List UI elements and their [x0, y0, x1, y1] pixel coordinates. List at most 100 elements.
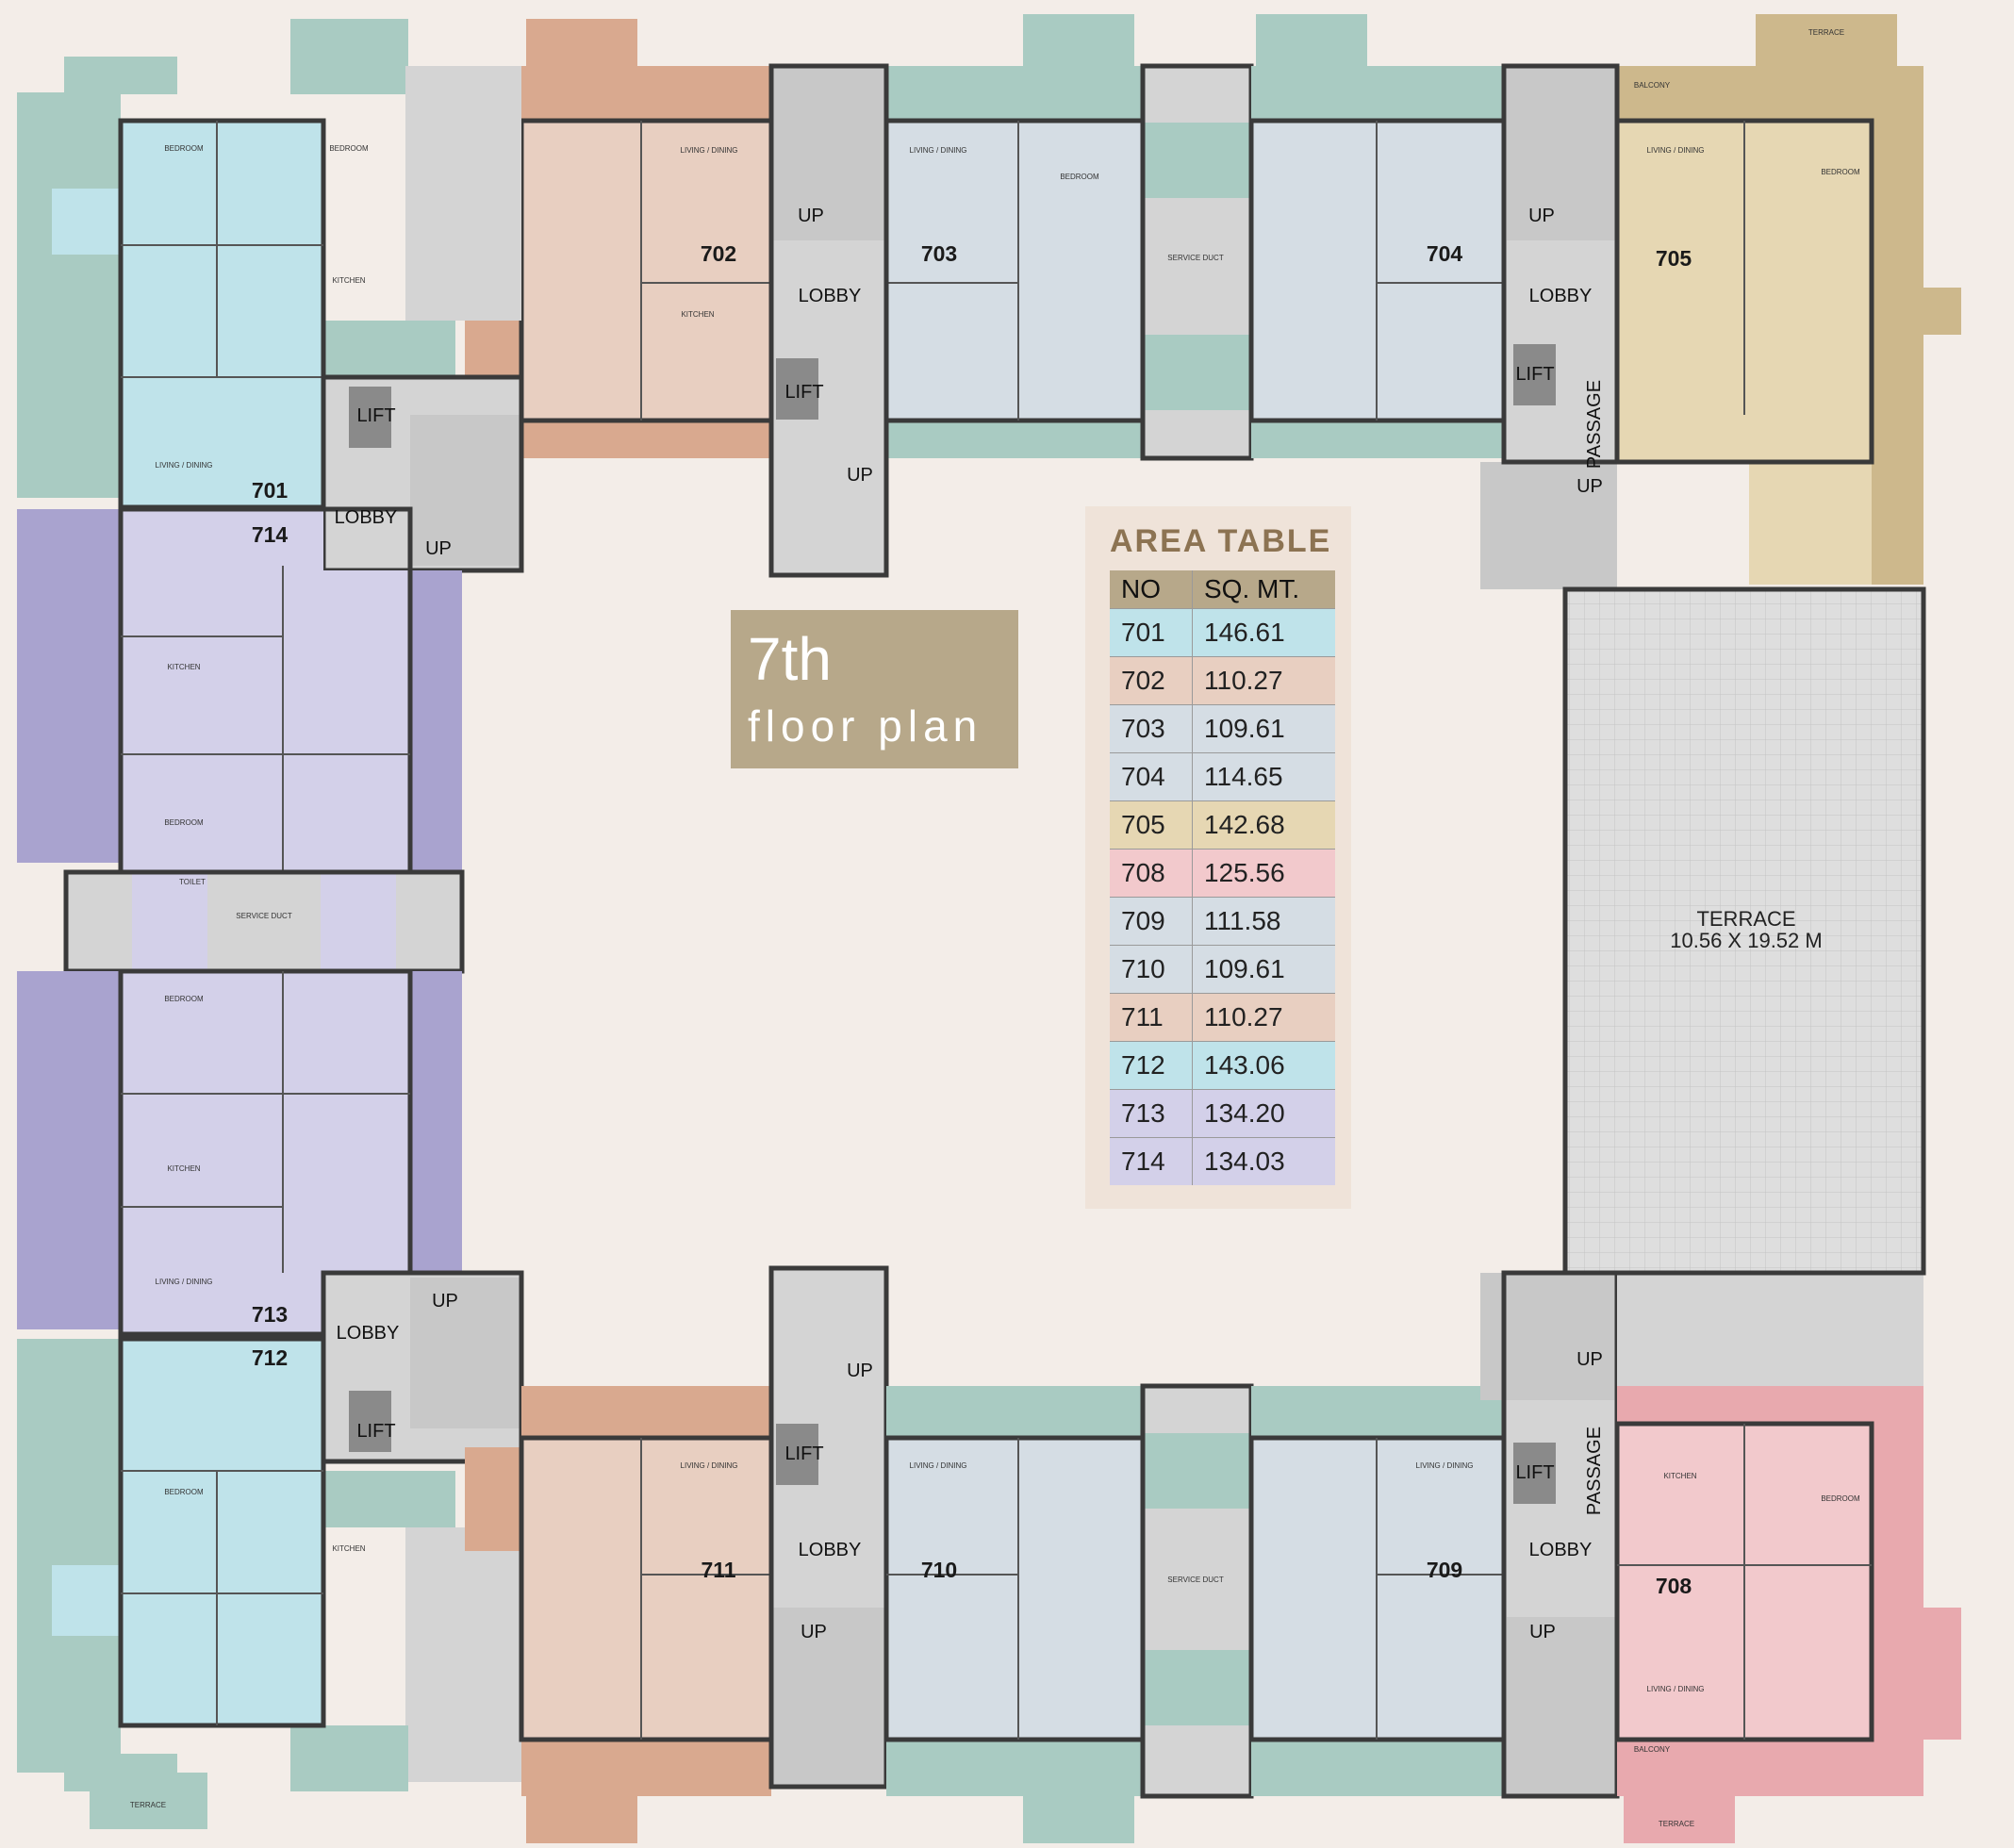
up-label: UP [847, 1361, 873, 1381]
up-label: UP [801, 1622, 827, 1642]
unit-number: 713 [252, 1302, 288, 1327]
area-unit-no: 709 [1110, 897, 1193, 946]
core-bottom-right [1480, 1270, 1620, 1799]
core-left-upper [321, 66, 524, 573]
core-bottom-left [768, 1265, 889, 1790]
area-unit-sqmt: 109.61 [1192, 704, 1335, 753]
room-label: BALCONY [1634, 1745, 1671, 1754]
core-left-lower [321, 1270, 524, 1782]
up-label: UP [1577, 476, 1603, 497]
room-label: KITCHEN [681, 310, 714, 319]
unit-705 [1614, 14, 1961, 585]
up-label: UP [798, 206, 824, 226]
room-label: KITCHEN [332, 276, 365, 285]
lobby-label: LOBBY [1529, 1540, 1593, 1560]
room-label: LIVING / DINING [1416, 1461, 1474, 1470]
area-unit-no: 712 [1110, 1041, 1193, 1090]
room-label: LIVING / DINING [1647, 146, 1705, 155]
room-label: LIVING / DINING [681, 1461, 738, 1470]
unit-712 [17, 1336, 455, 1829]
service-core-top-middle [1140, 63, 1254, 461]
area-header-sqmt: SQ. MT. [1192, 570, 1335, 609]
unit-711 [465, 1386, 774, 1843]
area-table-title: AREA TABLE [1110, 523, 1332, 559]
area-unit-no: 701 [1110, 608, 1193, 657]
room-label: LIVING / DINING [681, 146, 738, 155]
room-label: BEDROOM [164, 995, 204, 1003]
room-label: LIVING / DINING [910, 146, 967, 155]
unit-708 [1614, 1273, 1961, 1843]
room-label: BALCONY [1634, 81, 1671, 90]
room-label: SERVICE DUCT [1167, 254, 1224, 262]
up-label: UP [432, 1291, 458, 1312]
service-core-bottom-middle [1140, 1383, 1254, 1799]
area-table-header-row: NO SQ. MT. [1110, 570, 1335, 609]
area-unit-sqmt: 142.68 [1192, 800, 1335, 850]
floor-subtitle: floor plan [748, 701, 983, 751]
lift-label: LIFT [784, 382, 823, 403]
unit-number: 703 [921, 241, 957, 266]
area-unit-sqmt: 146.61 [1192, 608, 1335, 657]
terrace-east[interactable]: TERRACE 10.56 X 19.52 M [1562, 586, 1926, 1276]
area-unit-sqmt: 125.56 [1192, 849, 1335, 898]
room-label: LIVING / DINING [156, 1278, 213, 1286]
unit-numbers: 701 702 703 704 705 708 709 710 711 712 … [252, 241, 1692, 1598]
area-unit-no: 705 [1110, 800, 1193, 850]
room-label: LIVING / DINING [1647, 1685, 1705, 1693]
room-label: KITCHEN [167, 1164, 200, 1173]
lift-label: LIFT [1515, 1462, 1554, 1483]
area-unit-no: 702 [1110, 656, 1193, 705]
room-label: TERRACE [1659, 1820, 1694, 1828]
terrace-name: TERRACE [1696, 907, 1795, 931]
room-label: BEDROOM [164, 818, 204, 827]
room-label: LIVING / DINING [910, 1461, 967, 1470]
room-label: SERVICE DUCT [1167, 1576, 1224, 1584]
up-label: UP [425, 538, 452, 559]
up-label: UP [1529, 1622, 1556, 1642]
area-unit-no: 704 [1110, 752, 1193, 801]
unit-713 [17, 968, 462, 1337]
room-label: BEDROOM [329, 144, 369, 153]
lobby-label: LOBBY [799, 286, 862, 306]
area-unit-no: 711 [1110, 993, 1193, 1042]
area-unit-sqmt: 143.06 [1192, 1041, 1335, 1090]
unit-number: 701 [252, 478, 289, 503]
unit-number: 708 [1656, 1574, 1692, 1598]
room-label: TOILET [179, 878, 206, 886]
room-label: BEDROOM [1060, 173, 1099, 181]
area-header-no: NO [1110, 570, 1193, 609]
room-label: LIVING / DINING [156, 461, 213, 470]
service-labels: LOBBY LOBBY LOBBY LOBBY LOBBY LOBBY LIFT… [335, 206, 1605, 1642]
area-unit-no: 713 [1110, 1089, 1193, 1138]
room-label: BEDROOM [164, 1488, 204, 1496]
room-label: BEDROOM [1821, 168, 1860, 176]
room-label: SERVICE DUCT [236, 912, 292, 920]
passage-label: PASSAGE [1584, 1427, 1605, 1515]
unit-number: 705 [1656, 246, 1692, 271]
lift-label: LIFT [1515, 364, 1554, 385]
floor-title-box: 7th floor plan [731, 610, 1018, 768]
unit-703 [883, 14, 1146, 458]
room-label: KITCHEN [167, 663, 200, 671]
lift-label: LIFT [356, 1421, 395, 1442]
unit-710 [883, 1386, 1146, 1843]
unit-number: 714 [252, 522, 289, 547]
up-label: UP [1577, 1349, 1603, 1370]
unit-701 [17, 19, 455, 510]
room-label: BEDROOM [1821, 1494, 1860, 1503]
room-label: KITCHEN [332, 1544, 365, 1553]
area-unit-no: 703 [1110, 704, 1193, 753]
area-unit-sqmt: 110.27 [1192, 993, 1335, 1042]
unit-number: 704 [1427, 241, 1463, 266]
lift-label: LIFT [784, 1444, 823, 1464]
lift-label: LIFT [356, 405, 395, 426]
